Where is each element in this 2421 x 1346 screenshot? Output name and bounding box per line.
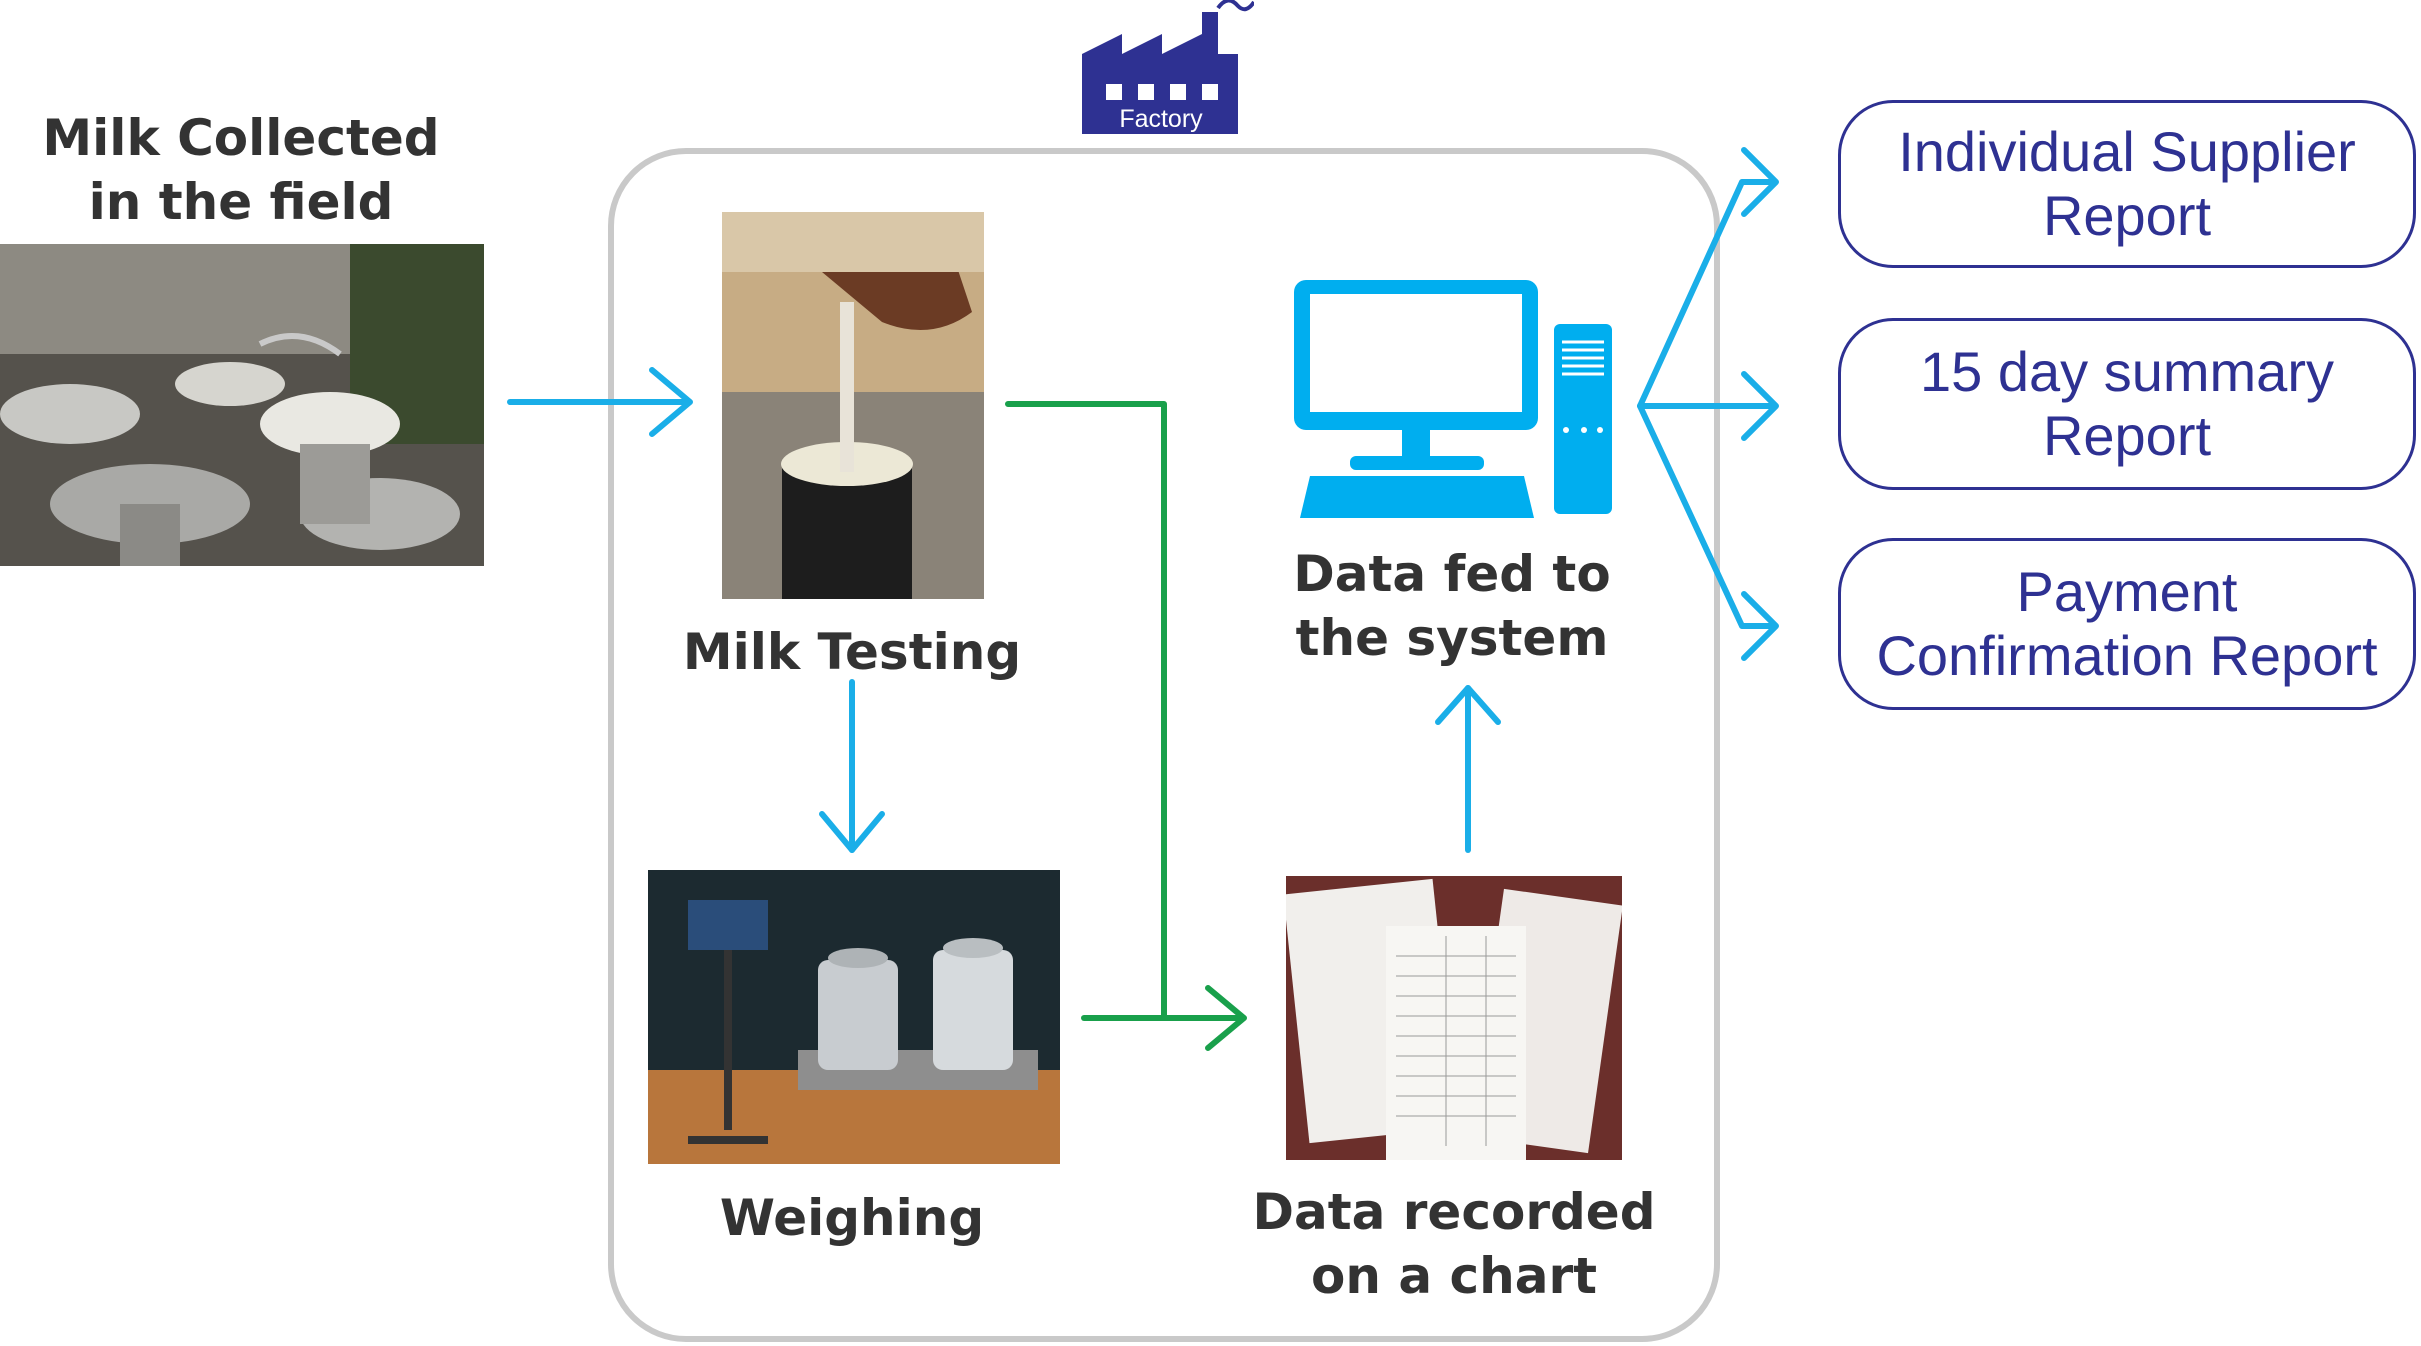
data-recorded-label: Data recorded on a chart xyxy=(1206,1180,1702,1308)
data-recorded-line2: on a chart xyxy=(1310,1247,1598,1305)
weighing-scale-photo xyxy=(648,870,1060,1164)
report-line2: Report xyxy=(2042,184,2212,247)
report-line2: Report xyxy=(2042,404,2212,467)
data-fed-line2: the system xyxy=(1295,609,1609,667)
milk-collected-label: Milk Collected in the field xyxy=(0,106,482,234)
report-line2: Confirmation Report xyxy=(1876,624,2378,687)
report-line1: 15 day summary xyxy=(1920,340,2334,403)
computer-icon xyxy=(1294,280,1612,518)
factory-icon xyxy=(1082,0,1254,134)
data-fed-label: Data fed to the system xyxy=(1232,542,1672,670)
milk-collected-line2: in the field xyxy=(88,173,394,231)
arrow-testing-to-chart xyxy=(1005,401,1243,1021)
factory-container xyxy=(608,148,1720,1342)
report-15-day-summary: 15 day summary Report xyxy=(1838,318,2416,490)
report-payment-confirmation: Payment Confirmation Report xyxy=(1838,538,2416,710)
milk-collected-line1: Milk Collected xyxy=(42,109,440,167)
report-line1: Payment xyxy=(2016,560,2238,623)
milk-cans-photo xyxy=(0,244,484,566)
milk-testing-label: Milk Testing xyxy=(682,623,1022,681)
weighing-label: Weighing xyxy=(719,1189,985,1247)
milk-testing-photo xyxy=(722,212,984,599)
report-individual-supplier: Individual Supplier Report xyxy=(1838,100,2416,268)
data-fed-line1: Data fed to xyxy=(1293,545,1611,603)
paper-charts-photo xyxy=(1286,876,1622,1160)
data-recorded-line1: Data recorded xyxy=(1252,1183,1656,1241)
arrow-system-to-reports xyxy=(1637,179,1775,409)
factory-label: Factory xyxy=(1119,105,1203,133)
report-line1: Individual Supplier xyxy=(1898,120,2356,183)
